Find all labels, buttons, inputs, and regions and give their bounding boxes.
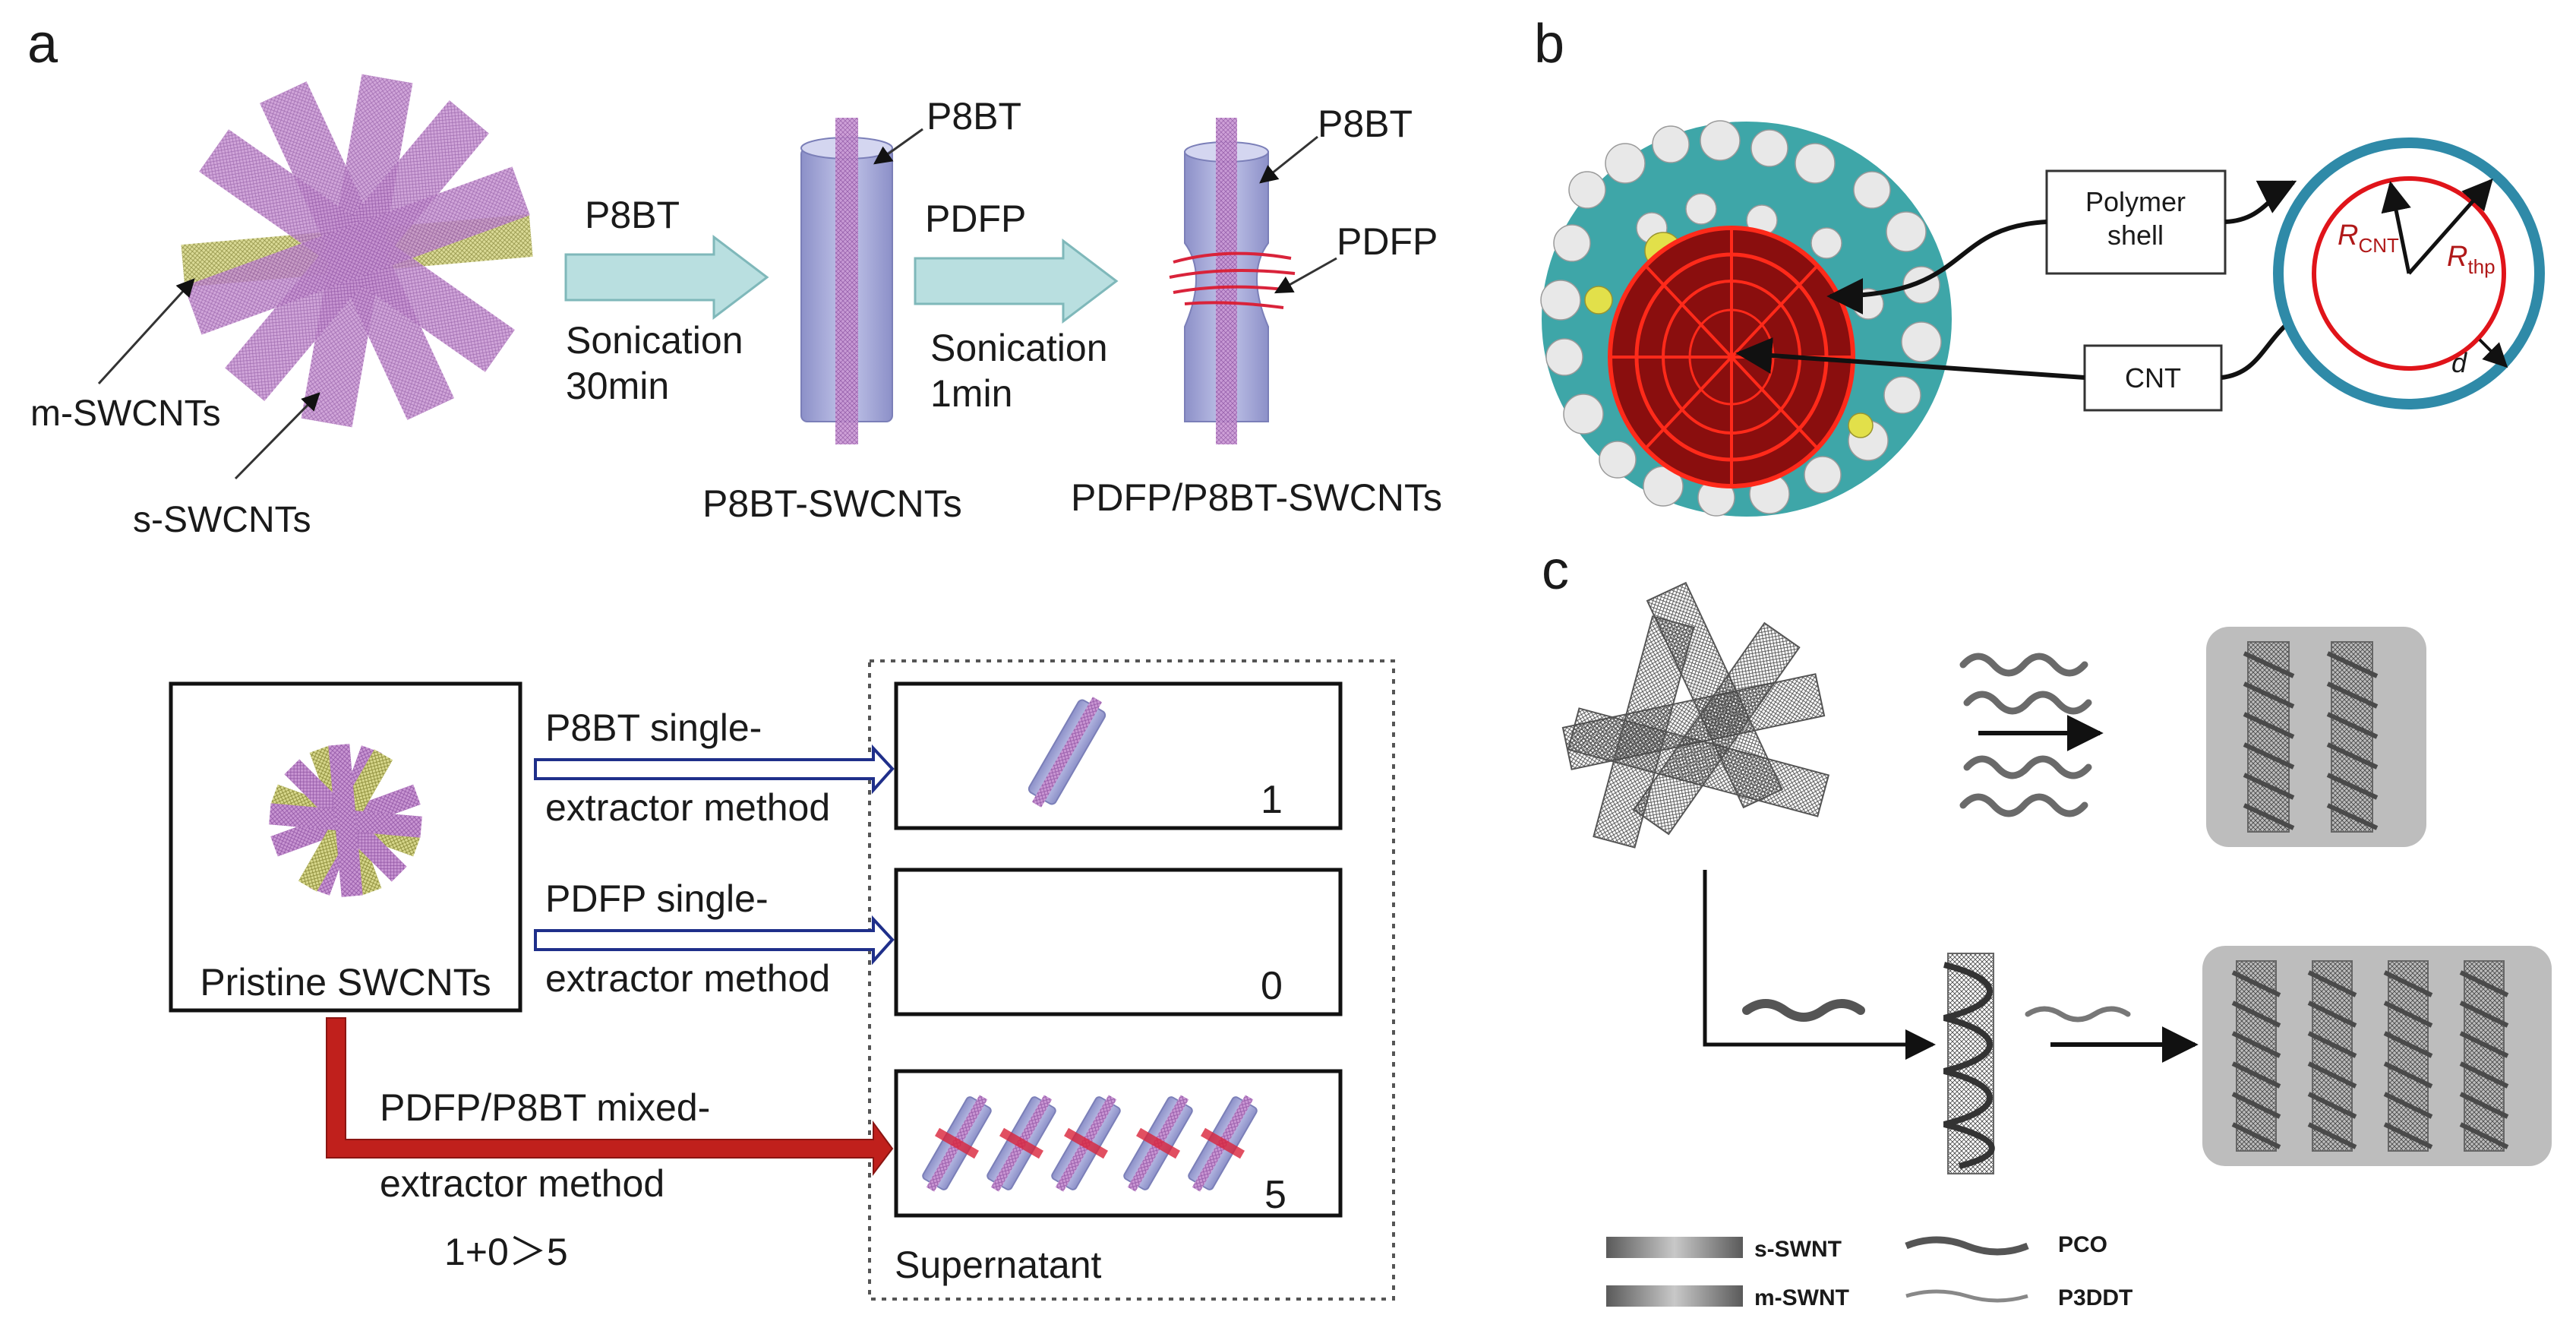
result1-count: 1 [1261, 778, 1283, 822]
cross-section-diagram [2273, 138, 2545, 409]
step2-condition-2: 1min [930, 372, 1012, 415]
method1-line2: extractor method [545, 786, 830, 829]
supernatant-frame [868, 659, 1395, 1301]
cnt-lattice [1608, 226, 1855, 488]
step1-arrow [564, 234, 769, 321]
legend-p3ddt-swatch [1905, 1289, 2028, 1303]
process-path-lower [1703, 870, 1936, 1060]
r-cnt-label: RCNT [2338, 220, 2399, 257]
polymer-wrapped-cnt-model [1540, 120, 1952, 517]
legend-pco-swatch [1905, 1236, 2029, 1256]
m-swcnts-label: m-SWCNTs [30, 394, 221, 434]
pristine-label: Pristine SWCNTs [200, 961, 491, 1004]
tube2-pdfp-label: PDFP [1337, 220, 1438, 263]
method3-line1: PDFP/P8BT mixed- [380, 1086, 710, 1129]
panel-c-letter: c [1542, 540, 1569, 601]
step2-reagent: PDFP [925, 198, 1026, 240]
legend-s-swnt-label: s-SWNT [1754, 1237, 1842, 1262]
panel-b-letter: b [1534, 14, 1564, 74]
legend-s-swnt-swatch [1606, 1237, 1743, 1258]
method2-arrow [534, 915, 895, 966]
pdfp-p8bt-swcnt-cylinder [1169, 118, 1337, 444]
tube1-caption: P8BT-SWCNTs [702, 482, 962, 525]
result-panel-top [2206, 627, 2426, 847]
shell-to-ring-pointer [2224, 180, 2297, 224]
s-swcnts-label: s-SWCNTs [133, 500, 311, 540]
swcnt-bundle [97, 74, 533, 480]
panel-c-legend [1606, 1236, 2029, 1307]
pristine-swcnt-cluster [269, 744, 422, 897]
cnt-pointer [1735, 337, 2085, 380]
wrapped-tubes-top [2243, 641, 2379, 833]
step2-arrow [914, 238, 1119, 324]
polymer-shell-line1: Polymer [2085, 186, 2186, 217]
panel-a-letter: a [27, 14, 58, 74]
result2-count: 0 [1261, 964, 1283, 1008]
p8bt-swcnt-cylinder [800, 118, 923, 444]
method3-line2: extractor method [380, 1162, 665, 1205]
r-thp-label: Rthp [2447, 241, 2496, 278]
pco-strand-lower [1742, 999, 1865, 1022]
result3-tubes [922, 1095, 1258, 1192]
purple-tube [184, 166, 530, 335]
legend-pco-label: PCO [2058, 1232, 2107, 1257]
method2-line1: PDFP single- [545, 877, 769, 920]
polymer-shell-box [2045, 169, 2227, 275]
method1-line1: P8BT single- [545, 707, 762, 749]
result2-box [894, 868, 1343, 1016]
equation: 1+0＞5 [444, 1231, 568, 1273]
cnt-box [2083, 344, 2223, 412]
legend-p3ddt-label: P3DDT [2058, 1285, 2132, 1310]
polymer-shell-line2: shell [2107, 220, 2164, 251]
tube1-polymer-label: P8BT [927, 95, 1021, 138]
legend-m-swnt-swatch [1606, 1285, 1743, 1307]
result3-count: 5 [1264, 1173, 1286, 1217]
step1-condition-2: 30min [566, 365, 669, 407]
polymer-strands [1959, 653, 2092, 817]
result1-box [894, 681, 1343, 830]
tube2-caption: PDFP/P8BT-SWCNTs [1071, 476, 1442, 519]
d-label: d [2451, 347, 2467, 378]
step2-condition-1: Sonication [930, 327, 1108, 369]
p3ddt-strand-lower [2025, 1006, 2131, 1023]
result1-tube [1028, 697, 1106, 808]
method1-arrow [534, 744, 895, 795]
step1-reagent: P8BT [585, 194, 680, 236]
gray-tube-bundle [1561, 581, 1830, 849]
method3-arrow [326, 1017, 894, 1176]
shell-pointer [1826, 220, 2047, 315]
tube2-p8bt-label: P8BT [1318, 103, 1413, 145]
legend-m-swnt-label: m-SWNT [1754, 1285, 1849, 1310]
step1-condition-1: Sonication [566, 319, 743, 362]
method2-line2: extractor method [545, 957, 830, 1000]
cnt-box-label: CNT [2125, 362, 2181, 394]
supernatant-label: Supernatant [895, 1244, 1102, 1286]
wrapped-tubes-lower [2231, 960, 2509, 1152]
single-wrapped-tube [1943, 953, 1995, 1174]
